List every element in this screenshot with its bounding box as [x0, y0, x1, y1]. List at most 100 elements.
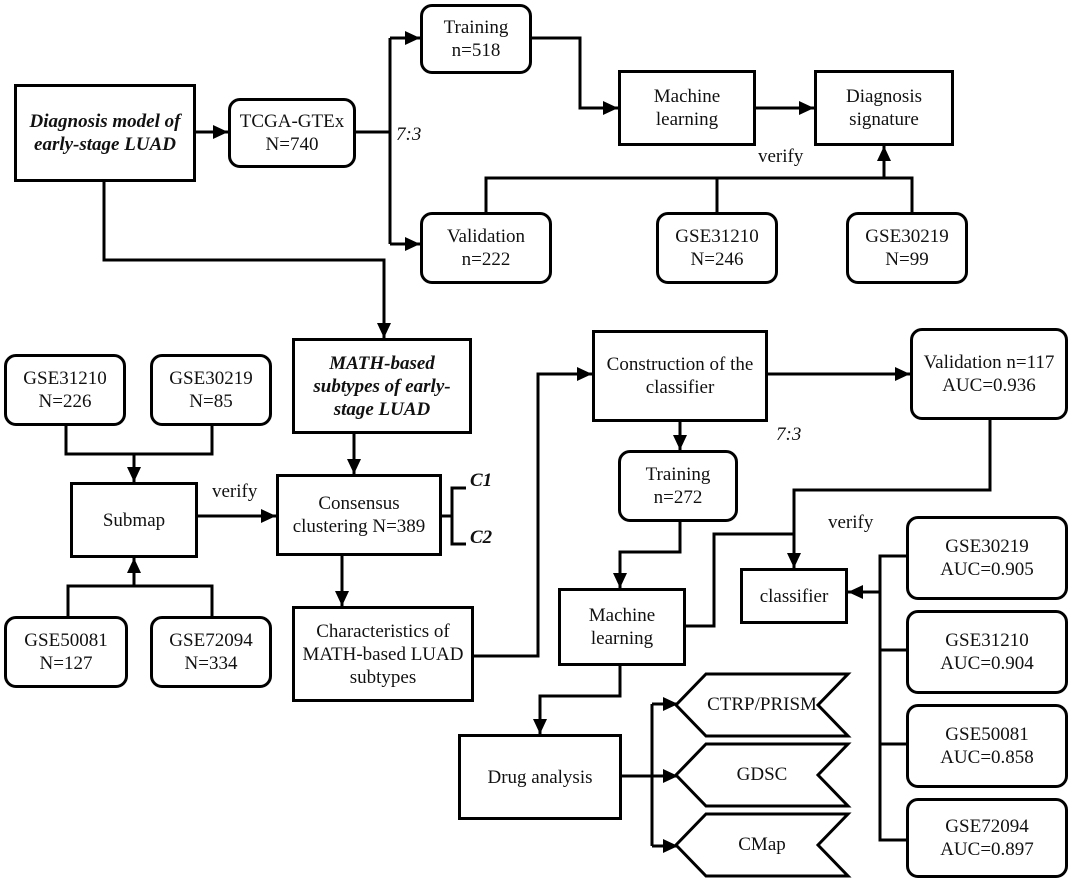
- gse31210-top-line-2: N=246: [690, 249, 744, 270]
- classifier-box: classifier: [740, 568, 848, 624]
- validation-top-line-2: n=222: [461, 249, 511, 270]
- diagnosis-signature-line-1: Diagnosis: [846, 86, 922, 107]
- math-subtypes-line-1: MATH-based: [329, 352, 435, 374]
- ctrp-prism-tag-label: CTRP/PRISM: [707, 694, 817, 715]
- connector-line: [442, 486, 466, 518]
- gse30219-left-line-1: GSE30219: [169, 368, 253, 389]
- connector-line: [538, 666, 622, 734]
- gse31210-right-line-1: GSE31210: [945, 630, 1029, 651]
- connector-line: [66, 584, 214, 616]
- gse31210-right-line-2: AUC=0.904: [940, 653, 1034, 674]
- arrowhead: [787, 553, 801, 568]
- arrowhead: [577, 367, 592, 381]
- arrowhead: [895, 367, 910, 381]
- characteristics-line-2: MATH-based LUAD: [302, 643, 464, 665]
- gse30219-top-line-1: GSE30219: [865, 226, 949, 247]
- diagnosis-signature-line-2: signature: [849, 109, 919, 130]
- validation-top-line-1: Validation: [446, 226, 526, 247]
- training-mid-line-2: n=272: [653, 487, 703, 508]
- connector-line: [532, 36, 618, 110]
- c2-label: C2: [470, 527, 493, 548]
- math-subtypes-line-3: stage LUAD: [333, 398, 431, 420]
- gse30219-right-line-2: AUC=0.905: [940, 559, 1034, 580]
- gse72094-left-line-2: N=334: [184, 653, 238, 674]
- validation-right-line-1: Validation n=117: [923, 352, 1055, 373]
- training-mid-line-1: Training: [645, 464, 711, 485]
- connector-line: [878, 554, 906, 842]
- gse50081-right-line-1: GSE50081: [945, 724, 1029, 745]
- arrowhead: [799, 101, 814, 115]
- submap-box: Submap: [70, 482, 198, 558]
- verify-left-label: verify: [212, 481, 258, 502]
- validation-right-line-2: AUC=0.936: [942, 375, 1036, 396]
- arrowhead: [663, 839, 678, 853]
- training-top-line-1: Training: [443, 17, 509, 38]
- construction-line-1: Construction of the: [606, 354, 754, 375]
- connector-line: [102, 182, 386, 338]
- cmap-tag-label: CMap: [738, 834, 786, 855]
- consensus-line-2: clustering N=389: [292, 516, 426, 537]
- construction-line-2: classifier: [645, 377, 715, 398]
- arrowhead: [533, 719, 547, 734]
- machine-learning-mid-line-1: Machine: [588, 605, 656, 626]
- arrowhead: [663, 769, 678, 783]
- gse50081-left-line-1: GSE50081: [24, 630, 108, 651]
- gse72094-right-line-1: GSE72094: [945, 816, 1029, 837]
- arrowhead: [261, 509, 276, 523]
- gse72094-left-line-1: GSE72094: [169, 630, 253, 651]
- diagnosis-model-line-2: early-stage LUAD: [34, 134, 176, 155]
- gse50081-right-line-2: AUC=0.858: [940, 747, 1034, 768]
- connector-line: [474, 372, 592, 658]
- ratio-top-label: 7:3: [396, 124, 422, 145]
- characteristics-line-3: subtypes: [349, 666, 417, 688]
- connector-line: [450, 516, 466, 546]
- verify-right-label: verify: [828, 512, 874, 533]
- math-subtypes-line-2: subtypes of early-: [313, 375, 451, 397]
- drug-analysis-box: Drug analysis: [458, 734, 622, 820]
- drug-analysis-line-1: Drug analysis: [487, 766, 593, 788]
- arrowhead: [673, 435, 687, 450]
- arrowhead: [405, 31, 420, 45]
- training-top-line-2: n=518: [451, 40, 501, 61]
- classifier-line-1: classifier: [759, 585, 829, 607]
- arrowhead: [127, 558, 141, 573]
- arrowhead: [603, 101, 618, 115]
- machine-learning-mid-line-2: learning: [590, 628, 654, 649]
- connector-line: [484, 176, 914, 212]
- connector-line: [792, 420, 992, 534]
- arrowhead: [213, 125, 228, 139]
- arrowhead: [335, 591, 349, 606]
- tcga-gtex-line-2: N=740: [265, 134, 319, 155]
- characteristics-line-1: Characteristics of: [316, 620, 450, 642]
- machine-learning-top-line-2: learning: [655, 109, 719, 130]
- diagnosis-model-line-1: Diagnosis model of: [29, 111, 181, 132]
- arrowhead: [877, 146, 891, 161]
- c1-label: C1: [470, 470, 493, 491]
- arrowhead: [377, 323, 391, 338]
- ratio-mid-label: 7:3: [776, 424, 802, 445]
- arrowhead: [848, 585, 863, 599]
- connector-line: [618, 522, 682, 588]
- submap-line-1: Submap: [102, 509, 166, 531]
